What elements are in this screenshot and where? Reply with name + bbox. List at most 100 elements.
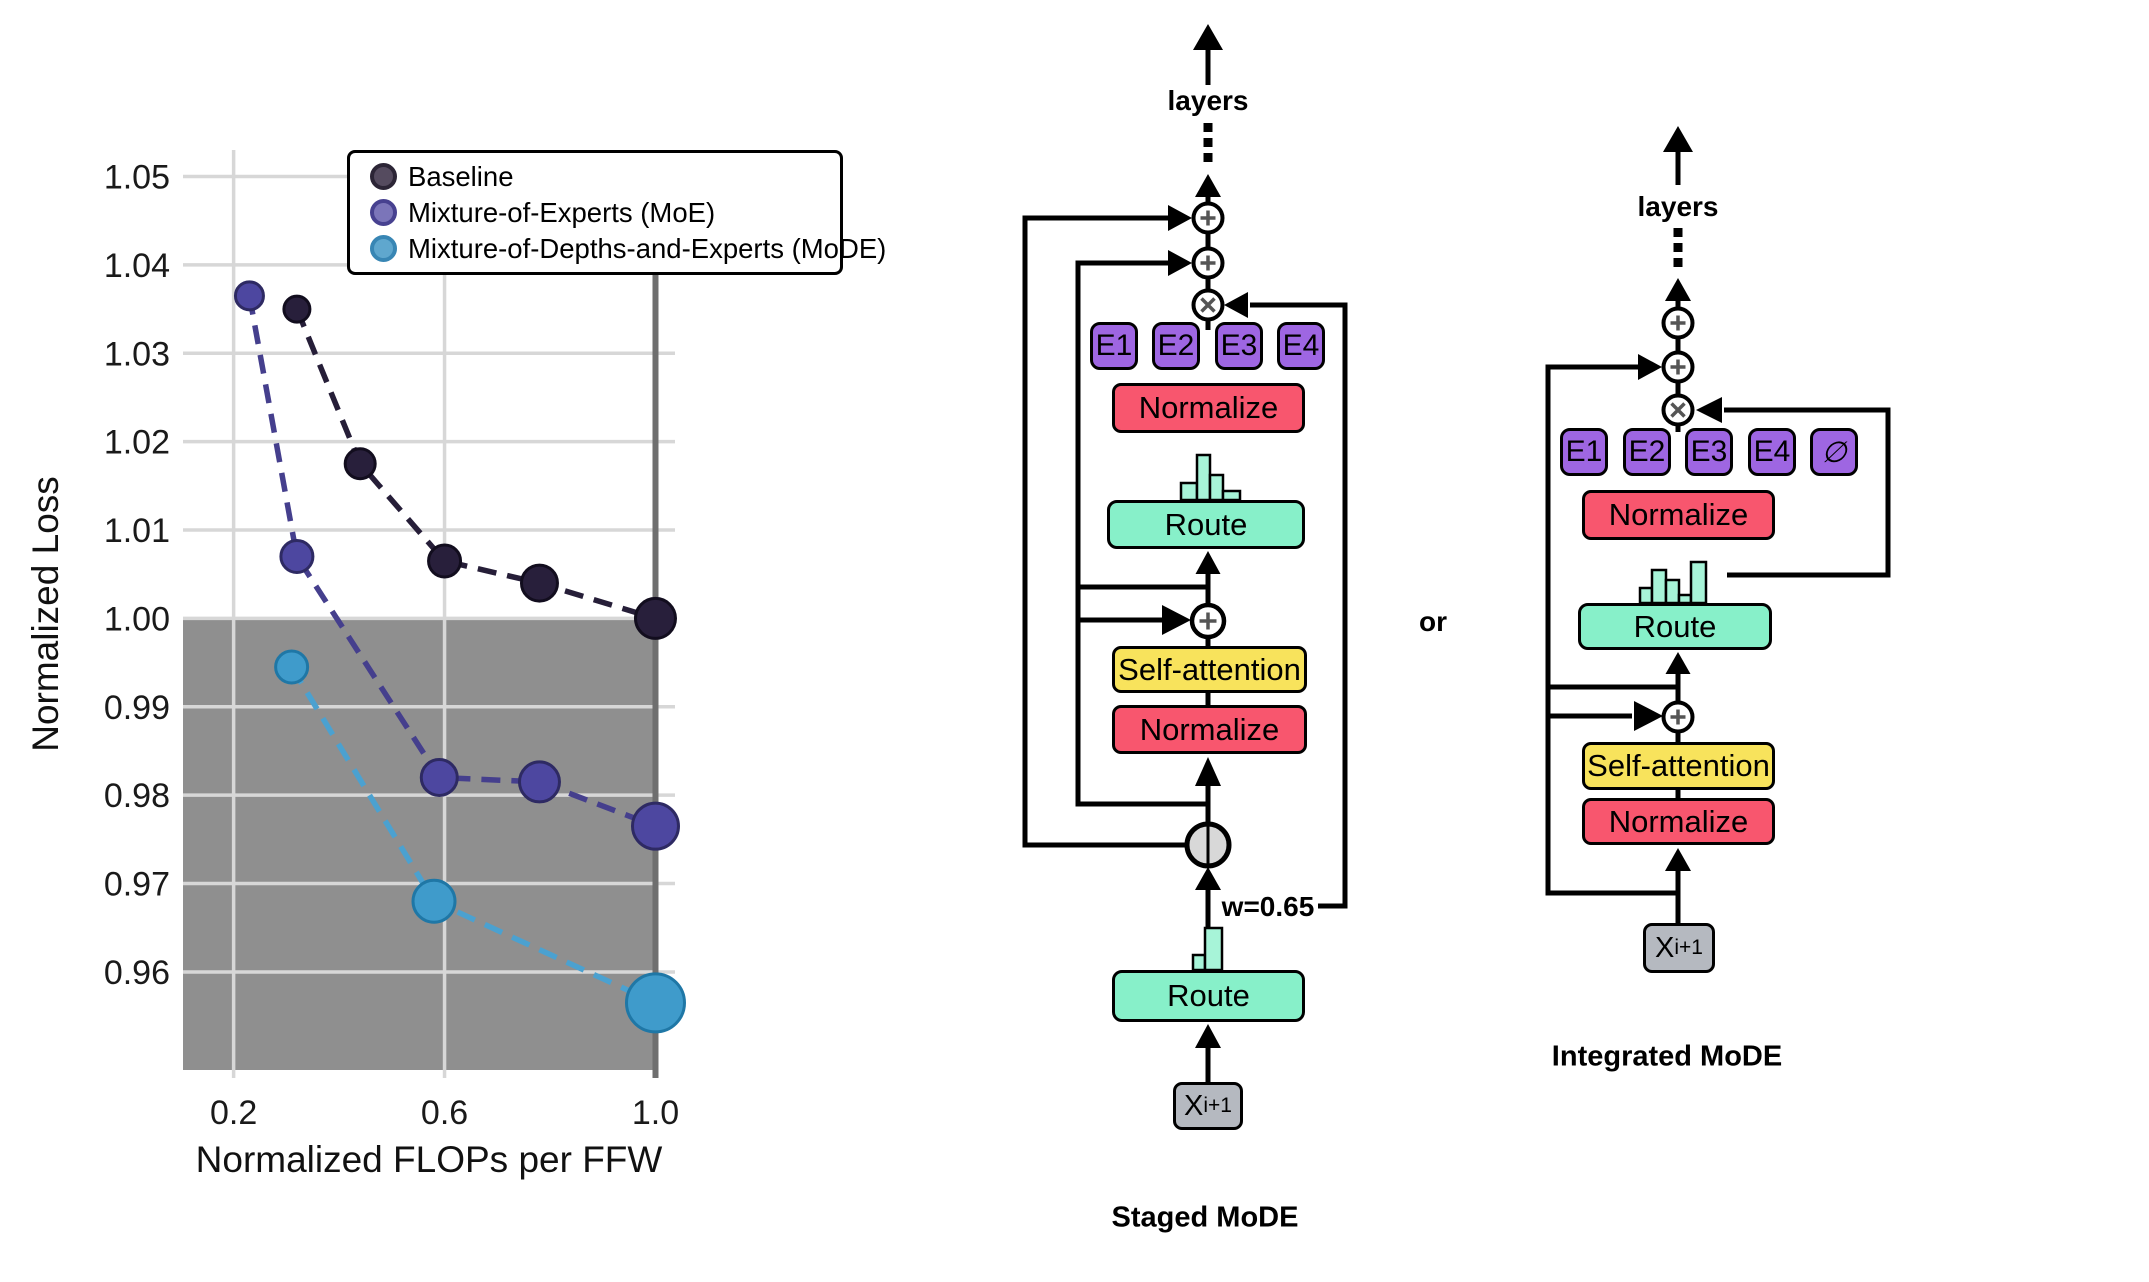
x-tick-label: 1.0: [632, 1094, 679, 1132]
histogram-bar: [1689, 560, 1708, 605]
data-point: [282, 294, 312, 324]
input-label-base: X: [1184, 1089, 1204, 1122]
data-point: [419, 758, 459, 798]
y-tick-label: 0.98: [104, 777, 170, 815]
integrated-mode-title: Integrated MoDE: [1551, 1040, 1783, 1073]
y-tick-label: 1.04: [104, 247, 170, 285]
diagram-svg-labels: layers layers w=0.65: [1168, 85, 1719, 922]
staged-expert-e2: E2: [1152, 322, 1200, 370]
series-line-0: [294, 308, 657, 622]
ellipsis-dot: [1203, 123, 1213, 132]
histogram-bar: [1664, 578, 1681, 605]
staged-router-histograms: [1179, 453, 1242, 972]
plus-icon: [1200, 255, 1216, 271]
y-tick-label: 1.00: [104, 600, 170, 638]
router-weight-label: w=0.65: [1221, 891, 1315, 922]
staged-connectors: [1022, 50, 1348, 1082]
up-arrow-icon: [1663, 126, 1693, 152]
baseline-marker-icon: [370, 163, 397, 190]
histogram-bar: [1208, 473, 1225, 502]
times-icon: [1670, 402, 1686, 418]
data-point: [427, 543, 463, 579]
loss-vs-flops-chart: 1.051.041.031.021.011.000.990.980.970.96…: [25, 150, 686, 1180]
up-arrow-icon: [1195, 1024, 1221, 1048]
right-arrow-icon: [1168, 250, 1192, 276]
legend-row-mode: Mixture-of-Depths-and-Experts (MoDE): [370, 233, 886, 265]
ellipsis-dot: [1203, 153, 1213, 162]
x-tick-label: 0.2: [210, 1094, 257, 1132]
chart-legend: Baseline Mixture-of-Experts (MoE) Mixtur…: [347, 150, 886, 275]
integrated-layers-label: layers: [1638, 191, 1719, 222]
data-point: [630, 801, 680, 851]
y-tick-label: 1.02: [104, 424, 170, 462]
y-tick-label: 0.99: [104, 689, 170, 727]
data-point: [411, 878, 457, 924]
data-point: [517, 760, 561, 804]
left-arrow-icon: [1224, 292, 1248, 318]
data-point: [343, 447, 377, 481]
histogram-bar: [1191, 953, 1207, 972]
up-arrow-icon: [1195, 551, 1221, 574]
plus-icon: [1670, 315, 1686, 331]
staged-operator-nodes: [1184, 201, 1232, 869]
histogram-bar: [1650, 568, 1668, 605]
y-axis-label: Normalized Loss: [25, 476, 66, 752]
integrated-normalize-bottom-block: Normalize: [1582, 798, 1775, 845]
staged-expert-e4: E4: [1277, 322, 1325, 370]
up-arrow-icon: [1195, 174, 1221, 197]
or-label: or: [1419, 606, 1447, 637]
legend-row-baseline: Baseline: [370, 161, 840, 193]
staged-normalize-bottom-block: Normalize: [1112, 705, 1307, 754]
staged-route-top-block: Route: [1107, 500, 1305, 549]
integrated-router-histogram: [1638, 560, 1708, 605]
histogram-bar: [1638, 586, 1654, 605]
staged-route-bottom-block: Route: [1112, 970, 1305, 1022]
times-icon: [1200, 297, 1216, 313]
shaded-improvement-region: [183, 618, 656, 1070]
x-tick-label: 0.6: [421, 1094, 468, 1132]
staged-router-weight-line: [1250, 302, 1348, 909]
moe-marker-icon: [370, 199, 397, 226]
data-point: [274, 649, 310, 685]
left-arrow-icon: [1696, 397, 1722, 423]
y-tick-label: 1.05: [104, 159, 170, 197]
y-tick-label: 0.97: [104, 866, 170, 904]
staged-layers-label: layers: [1168, 85, 1249, 116]
staged-skip-experts-line: [1075, 260, 1208, 807]
integrated-operator-nodes: [1661, 306, 1695, 734]
integrated-skip-experts-line: [1545, 364, 1678, 896]
staged-arrowheads: [1162, 24, 1248, 1048]
plus-icon: [1670, 359, 1686, 375]
ellipsis-dot: [1673, 243, 1683, 252]
up-arrow-icon: [1195, 757, 1221, 786]
up-arrow-icon: [1195, 867, 1221, 890]
up-arrow-icon: [1193, 24, 1223, 50]
up-arrow-icon: [1665, 278, 1691, 301]
mode-marker-icon: [370, 235, 397, 262]
integrated-connectors: [1545, 152, 1891, 923]
staged-expert-e3: E3: [1215, 322, 1263, 370]
ellipsis-dot: [1673, 228, 1683, 237]
integrated-expert-e3: E3: [1685, 428, 1733, 476]
up-arrow-icon: [1665, 652, 1691, 674]
staged-skip-block-line: [1022, 215, 1186, 848]
integrated-arrowheads: [1634, 126, 1722, 871]
integrated-router-weight-line: [1724, 407, 1891, 578]
right-arrow-icon: [1168, 205, 1192, 231]
x-axis-label: Normalized FLOPs per FFW: [196, 1139, 663, 1180]
input-label-base: X: [1655, 931, 1675, 964]
legend-row-moe: Mixture-of-Experts (MoE): [370, 197, 840, 229]
ellipsis-dot: [1203, 138, 1213, 147]
legend-label-mode: Mixture-of-Depths-and-Experts (MoDE): [408, 232, 887, 264]
integrated-expert-e4: E4: [1748, 428, 1796, 476]
y-tick-label: 0.96: [104, 954, 170, 992]
right-arrow-icon: [1162, 605, 1191, 635]
plus-icon: [1200, 210, 1216, 226]
data-point: [279, 539, 315, 575]
integrated-expert-e2: E2: [1623, 428, 1671, 476]
integrated-expert-null: ∅: [1810, 428, 1858, 476]
